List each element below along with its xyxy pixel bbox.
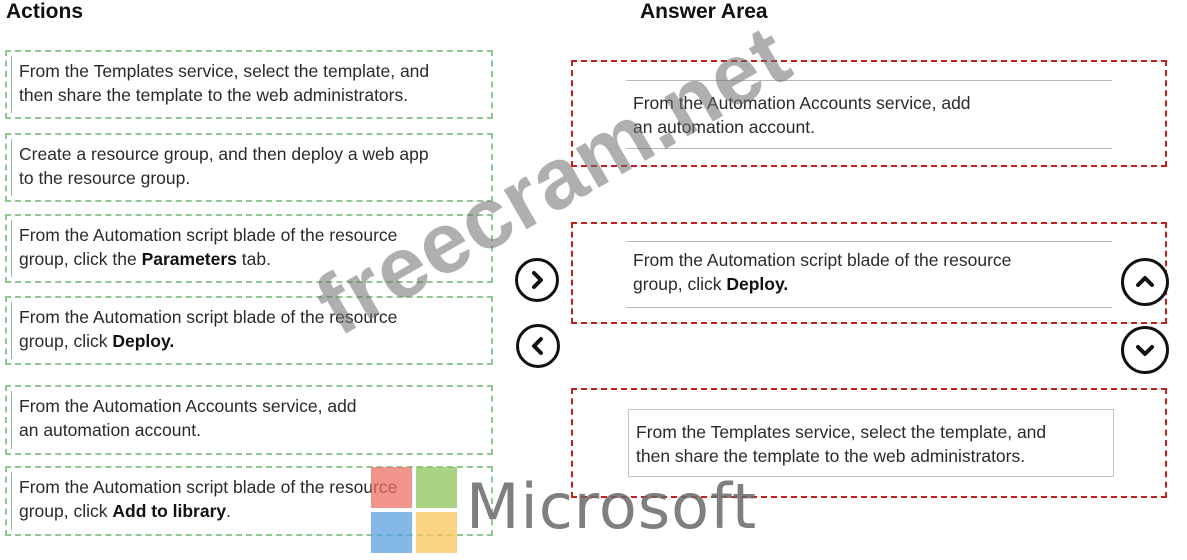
action-item[interactable]: From the Automation script blade of the …	[5, 214, 493, 283]
answer-line2: an automation account.	[633, 117, 815, 137]
action-item[interactable]: From the Templates service, select the t…	[5, 50, 493, 119]
action-line2: group, click the Parameters tab.	[19, 249, 271, 269]
action-line2: then share the template to the web admin…	[19, 85, 409, 105]
action-line1: From the Automation script blade of the …	[19, 225, 398, 245]
answer-item[interactable]: From the Templates service, select the t…	[628, 409, 1114, 477]
answer-slot-2[interactable]: From the Automation script blade of the …	[571, 222, 1167, 324]
move-down-button[interactable]	[1121, 326, 1169, 374]
action-item[interactable]: Create a resource group, and then deploy…	[5, 133, 493, 202]
answer-line1: From the Templates service, select the t…	[636, 422, 1047, 442]
answer-area-heading: Answer Area	[640, 0, 768, 23]
answer-line1: From the Automation Accounts service, ad…	[633, 93, 971, 113]
actions-heading: Actions	[6, 0, 84, 23]
answer-item[interactable]: From the Automation script blade of the …	[626, 241, 1112, 308]
answer-item[interactable]: From the Automation Accounts service, ad…	[626, 80, 1112, 149]
action-line1: Create a resource group, and then deploy…	[19, 144, 429, 164]
answer-line2: then share the template to the web admin…	[636, 446, 1026, 466]
action-line2: group, click Add to library.	[19, 501, 232, 521]
answer-slot-3[interactable]: From the Templates service, select the t…	[571, 388, 1167, 498]
action-line1: From the Automation Accounts service, ad…	[19, 396, 357, 416]
action-line1: From the Automation script blade of the …	[19, 307, 398, 327]
answer-slot-1[interactable]: From the Automation Accounts service, ad…	[571, 60, 1167, 167]
chevron-up-icon	[1136, 276, 1154, 287]
chevron-left-icon	[532, 337, 543, 355]
action-line1: From the Templates service, select the t…	[19, 61, 430, 81]
answer-line2: group, click Deploy.	[633, 274, 789, 294]
move-up-button[interactable]	[1121, 258, 1169, 306]
action-line1: From the Automation script blade of the …	[19, 477, 398, 497]
move-right-button[interactable]	[515, 258, 559, 302]
action-line2: an automation account.	[19, 420, 201, 440]
answer-line1: From the Automation script blade of the …	[633, 250, 1012, 270]
action-item[interactable]: From the Automation script blade of the …	[5, 466, 493, 536]
chevron-down-icon	[1136, 345, 1154, 356]
move-left-button[interactable]	[516, 324, 560, 368]
action-line2: to the resource group.	[19, 168, 191, 188]
action-item[interactable]: From the Automation script blade of the …	[5, 296, 493, 365]
action-item[interactable]: From the Automation Accounts service, ad…	[5, 385, 493, 455]
action-line2: group, click Deploy.	[19, 331, 175, 351]
chevron-right-icon	[532, 271, 543, 289]
